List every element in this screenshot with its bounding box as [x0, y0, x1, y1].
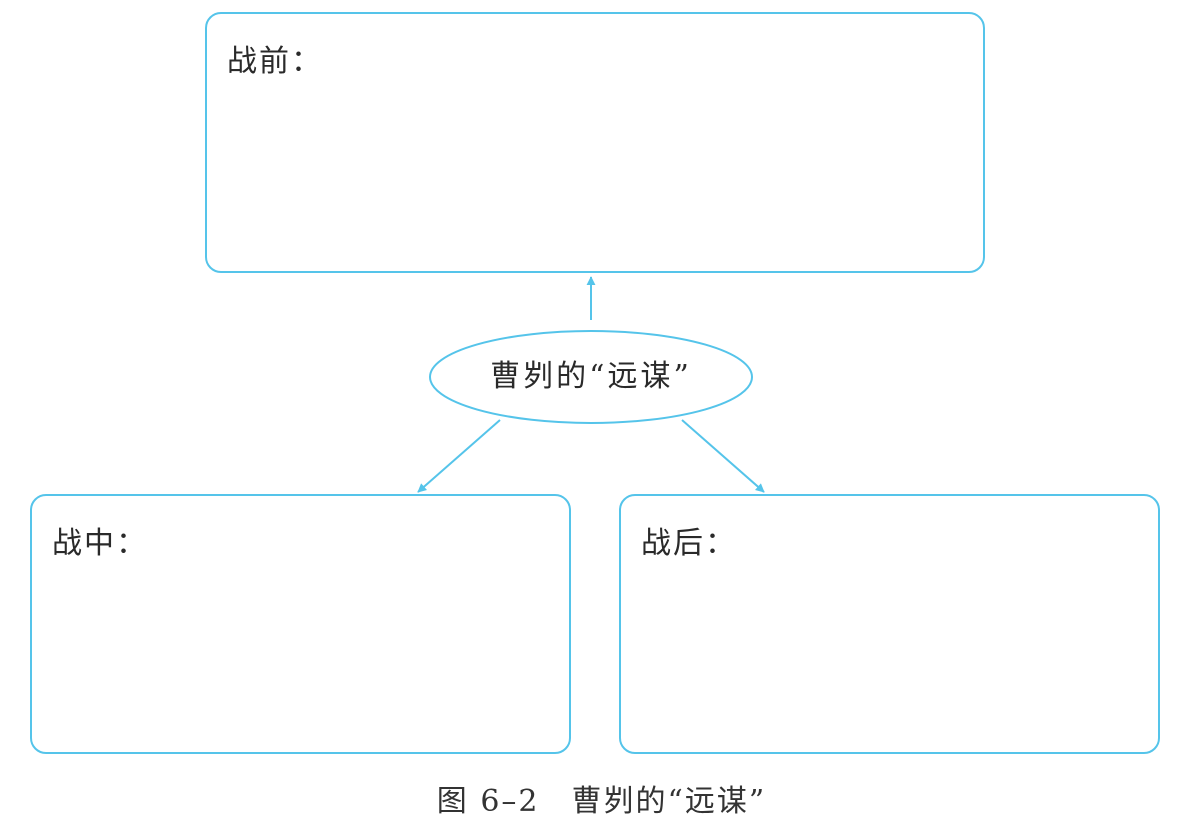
arrow-to-during [417, 419, 501, 493]
figure-caption: 图 6–2 曹刿的“远谋” [436, 784, 767, 819]
before-battle-box: 战前： [205, 12, 985, 273]
before-battle-label: 战前： [227, 44, 323, 79]
after-battle-box: 战后： [619, 494, 1160, 754]
during-battle-label: 战中： [52, 526, 148, 561]
during-battle-box: 战中： [30, 494, 571, 754]
after-battle-label: 战后： [641, 526, 737, 561]
center-ellipse [429, 330, 753, 424]
arrow-to-after [681, 419, 765, 493]
center-node-label: 曹刿的“远谋” [490, 359, 692, 394]
